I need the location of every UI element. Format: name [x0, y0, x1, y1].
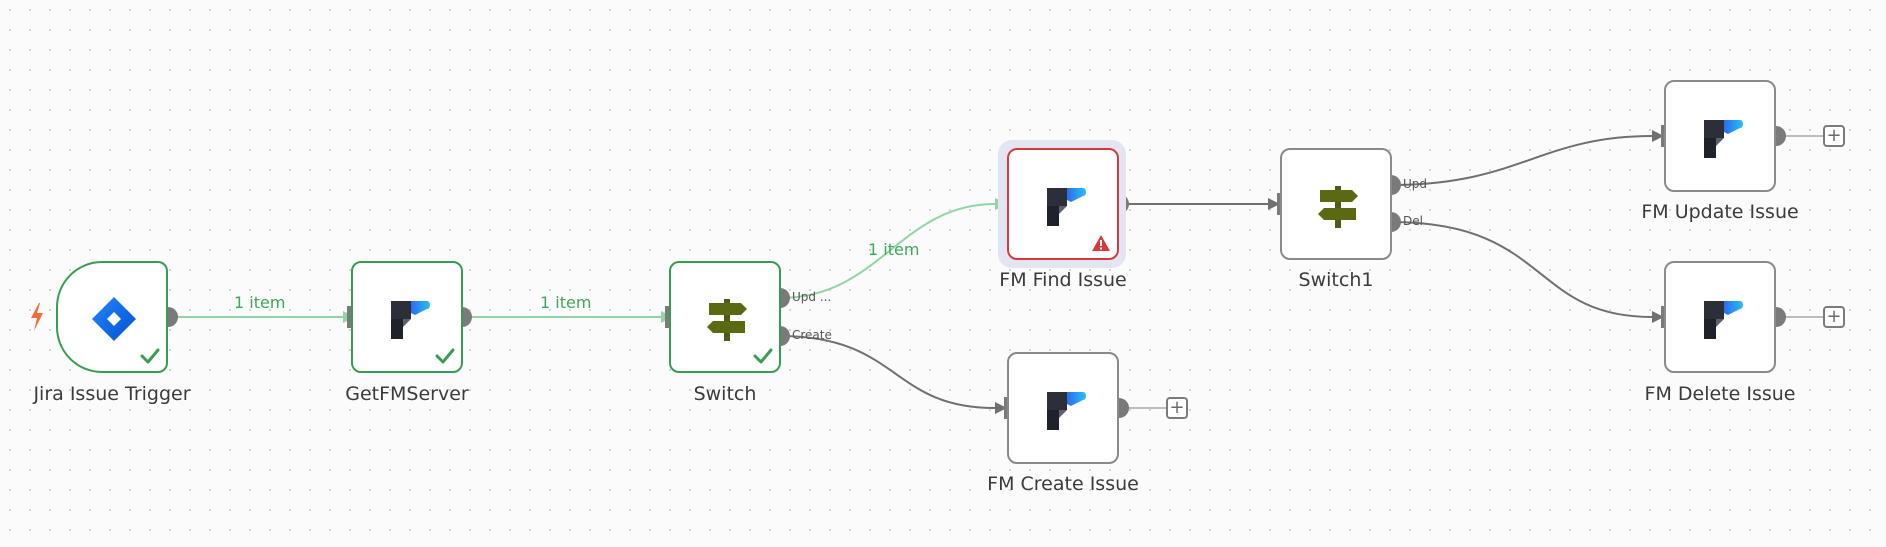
- output-label-create: Create: [792, 328, 832, 342]
- arrowhead: [1268, 198, 1280, 210]
- output-label-del: Del: [1403, 214, 1423, 228]
- filemaker-icon: [1704, 120, 1743, 158]
- filemaker-icon: [391, 301, 430, 339]
- node-label: FM Find Issue: [999, 269, 1127, 291]
- node-label: Switch1: [1298, 269, 1374, 291]
- edge-item-count: 1 item: [868, 240, 920, 259]
- success-check-icon: [140, 348, 160, 364]
- node-label: FM Delete Issue: [1644, 383, 1796, 405]
- add-node-button[interactable]: +: [1166, 397, 1188, 419]
- signpost-icon: [1318, 186, 1358, 228]
- trigger-bolt-icon: [31, 303, 43, 331]
- error-warning-icon[interactable]: [1091, 234, 1111, 252]
- add-node-button[interactable]: +: [1823, 125, 1845, 147]
- node-jira-issue-trigger[interactable]: [56, 261, 168, 373]
- node-getfmserver[interactable]: [351, 261, 463, 373]
- edge-switch-to-create[interactable]: [779, 335, 996, 409]
- arrowhead: [1652, 311, 1664, 323]
- node-fm-find-issue[interactable]: [1007, 148, 1119, 260]
- filemaker-icon: [1704, 301, 1743, 339]
- edge-switch-to-find[interactable]: [779, 203, 996, 299]
- arrowhead: [995, 402, 1007, 414]
- node-label: FM Create Issue: [987, 473, 1139, 495]
- node-switch[interactable]: [669, 261, 781, 373]
- edge-item-count: 1 item: [234, 293, 286, 312]
- node-fm-update-issue[interactable]: [1664, 80, 1776, 192]
- filemaker-icon: [1047, 392, 1086, 430]
- node-label: Jira Issue Trigger: [33, 383, 191, 405]
- output-label-upd: Upd ...: [792, 290, 832, 304]
- edge-switch1-to-delete[interactable]: [1390, 221, 1653, 318]
- node-switch1[interactable]: [1280, 148, 1392, 260]
- edge-item-count: 1 item: [540, 293, 592, 312]
- add-node-button[interactable]: +: [1823, 306, 1845, 328]
- node-fm-delete-issue[interactable]: [1664, 261, 1776, 373]
- node-label: FM Update Issue: [1641, 201, 1799, 223]
- success-check-icon: [435, 348, 455, 364]
- filemaker-icon: [1047, 188, 1086, 226]
- node-label: GetFMServer: [345, 383, 469, 405]
- signpost-icon: [707, 299, 747, 341]
- node-fm-create-issue[interactable]: [1007, 352, 1119, 464]
- jira-icon: [92, 297, 136, 341]
- edge-switch1-to-update[interactable]: [1390, 135, 1653, 186]
- success-check-icon: [753, 348, 773, 364]
- node-label: Switch: [693, 383, 757, 405]
- arrowhead: [1652, 130, 1664, 142]
- output-label-upd: Upd: [1403, 177, 1428, 191]
